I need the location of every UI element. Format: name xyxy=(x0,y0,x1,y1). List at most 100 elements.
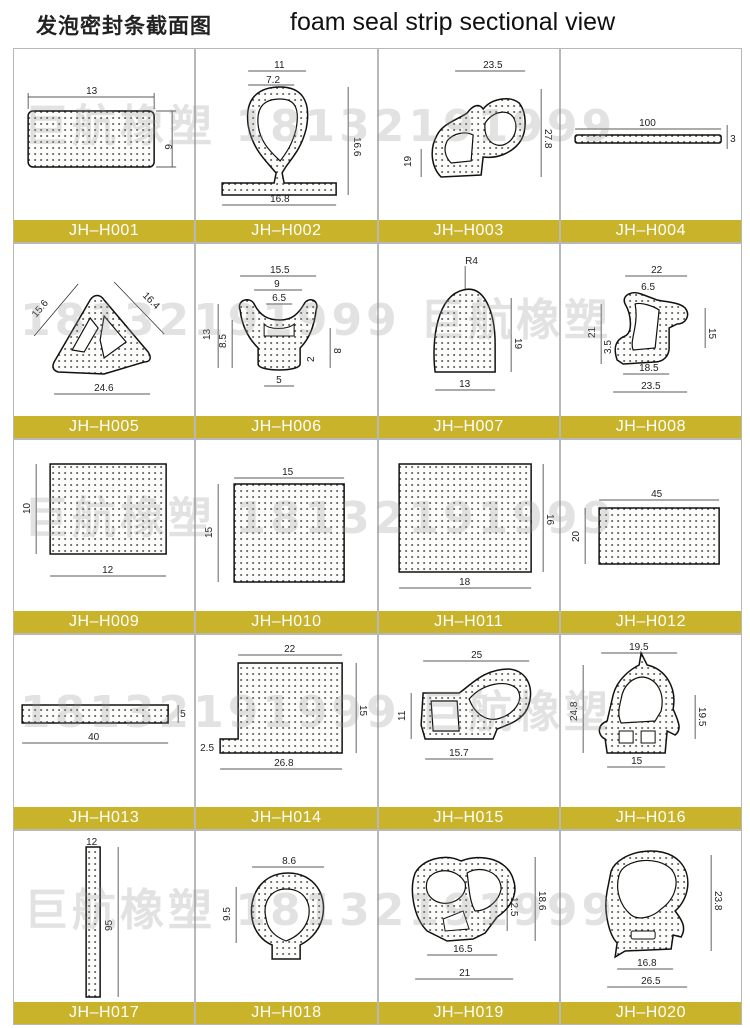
dim-label: 10 xyxy=(22,502,33,514)
dim-label: 26.5 xyxy=(641,976,661,987)
dim-label: 16.5 xyxy=(453,944,473,955)
dim-label: 3.5 xyxy=(603,340,614,354)
dim-label: 12 xyxy=(102,565,114,576)
profile-drawing: 45 20 xyxy=(571,489,720,565)
dim-label: 11 xyxy=(397,710,408,721)
profile-drawing: 100 3 xyxy=(574,118,736,149)
product-code: JH–H017 xyxy=(14,1001,195,1024)
product-card: 15.6 16.4 24.6 JH–H005 xyxy=(14,244,195,438)
dim-label: 6.5 xyxy=(272,293,286,304)
profile-drawing: 16 18 xyxy=(397,463,555,589)
dim-label: R4 xyxy=(465,256,478,267)
product-code: JH–H002 xyxy=(196,220,377,243)
product-card: 12 95 JH–H017 xyxy=(14,830,195,1024)
dim-label: 24.8 xyxy=(569,701,580,721)
product-code: JH–H011 xyxy=(378,611,559,634)
profile-drawing: 22 15 2.5 26.8 xyxy=(200,644,368,770)
dim-label: 2.5 xyxy=(200,743,214,754)
product-card: R4 19 13 JH–H007 xyxy=(378,244,559,438)
product-card: 23.8 16.8 26.5 JH–H020 xyxy=(560,830,741,1024)
product-card: 8.6 9.5 JH–H018 xyxy=(196,830,377,1024)
profile-drawing: 19.5 24.8 19.5 15 xyxy=(569,642,707,768)
dim-label: 16.4 xyxy=(140,291,162,313)
dim-label: 18.5 xyxy=(639,363,659,374)
dim-label: 8.5 xyxy=(218,334,229,348)
profile-drawing: 15 15 xyxy=(204,467,346,583)
dim-label: 23.5 xyxy=(483,60,503,71)
product-code: JH–H014 xyxy=(196,806,377,829)
product-card: 16 18 JH–H011 xyxy=(378,439,559,634)
product-code: JH–H008 xyxy=(560,415,741,438)
dim-label: 23.5 xyxy=(641,381,661,392)
profile-drawing: 8.6 9.5 xyxy=(222,856,325,960)
product-code: JH–H004 xyxy=(560,220,741,243)
dim-label: 23.8 xyxy=(712,891,723,911)
dim-label: 12.5 xyxy=(508,897,519,917)
product-grid: 13 6 JH–H001 11 7.2 16.6 16.8 JH–H002 xyxy=(13,48,742,1025)
dim-label: 22 xyxy=(651,265,663,276)
product-code: JH–H005 xyxy=(14,415,195,438)
dim-label: 15.5 xyxy=(270,265,290,276)
product-card: 11 7.2 16.6 16.8 JH–H002 xyxy=(196,49,377,243)
product-code: JH–H010 xyxy=(196,611,377,634)
dim-label: 8 xyxy=(331,348,342,354)
product-card: 15.5 9 6.5 13 8.5 2 8 5 JH–H006 xyxy=(196,244,377,438)
dim-label: 26.8 xyxy=(274,758,294,769)
dim-label: 7.2 xyxy=(266,75,280,86)
dim-label: 15 xyxy=(706,328,717,340)
profile-drawing: 15.6 16.4 24.6 xyxy=(30,282,165,395)
dim-label: 15 xyxy=(282,467,294,478)
dim-label: 12 xyxy=(86,837,98,848)
dim-label: 19.5 xyxy=(629,642,649,653)
dim-label: 100 xyxy=(639,118,656,129)
profile-drawing: 12 95 xyxy=(85,837,119,998)
product-card: 13 6 JH–H001 xyxy=(14,49,195,243)
dim-label: 5 xyxy=(180,709,186,720)
dim-label: 13 xyxy=(86,86,98,97)
dim-label: 5 xyxy=(276,375,282,386)
dim-label: 16 xyxy=(544,514,555,526)
title-english: foam seal strip sectional view xyxy=(290,8,616,36)
product-card: 22 15 2.5 26.8 JH–H014 xyxy=(196,635,377,829)
dim-label: 21 xyxy=(587,327,598,339)
dim-label: 19 xyxy=(512,338,523,350)
product-code: JH–H003 xyxy=(378,220,559,243)
product-code: JH–H001 xyxy=(14,220,195,243)
product-card: 100 3 JH–H004 xyxy=(560,49,741,243)
profile-drawing: 13 6 xyxy=(27,86,177,168)
dim-label: 18.6 xyxy=(536,891,547,911)
dim-label: 19.5 xyxy=(696,707,707,727)
profile-drawing: 5 40 xyxy=(21,704,186,744)
product-card: 15 15 JH–H010 xyxy=(196,439,377,634)
dim-label: 6 xyxy=(162,144,173,150)
product-card: 10 12 JH–H009 xyxy=(14,439,195,634)
product-code: JH–H006 xyxy=(196,415,377,438)
dim-label: 11 xyxy=(274,60,285,71)
dim-label: 9 xyxy=(274,279,280,290)
dim-label: 18 xyxy=(459,577,471,588)
product-card: 12.5 18.6 16.5 21 JH–H019 xyxy=(378,830,559,1024)
product-code: JH–H013 xyxy=(14,806,195,829)
product-code: JH–H009 xyxy=(14,611,195,634)
dim-label: 40 xyxy=(88,732,100,743)
product-code: JH–H007 xyxy=(378,415,559,438)
dim-label: 21 xyxy=(459,968,471,979)
dim-label: 27.8 xyxy=(542,129,553,149)
dim-label: 13 xyxy=(202,329,213,341)
product-card: 23.5 19 27.8 JH–H003 xyxy=(378,49,559,243)
product-code: JH–H018 xyxy=(196,1001,377,1024)
dim-label: 16.6 xyxy=(351,137,362,157)
dim-label: 16.8 xyxy=(270,194,290,205)
profile-drawing: 15.5 9 6.5 13 8.5 2 8 5 xyxy=(202,265,342,387)
dim-label: 15 xyxy=(204,526,215,538)
profile-drawing: 23.8 16.8 26.5 xyxy=(604,849,723,987)
dim-label: 15 xyxy=(631,756,643,767)
dim-label: 16.8 xyxy=(637,958,657,969)
page-header: 发泡密封条截面图 foam seal strip sectional view xyxy=(0,0,750,44)
profile-drawing: 22 6.5 21 3.5 15 18.5 23.5 xyxy=(587,265,717,393)
dim-label: 13 xyxy=(459,379,471,390)
product-card: 19.5 24.8 19.5 15 JH–H016 xyxy=(560,635,741,829)
dim-label: 24.6 xyxy=(94,383,114,394)
profile-drawing: 10 12 xyxy=(22,463,167,577)
product-code: JH–H015 xyxy=(378,806,559,829)
